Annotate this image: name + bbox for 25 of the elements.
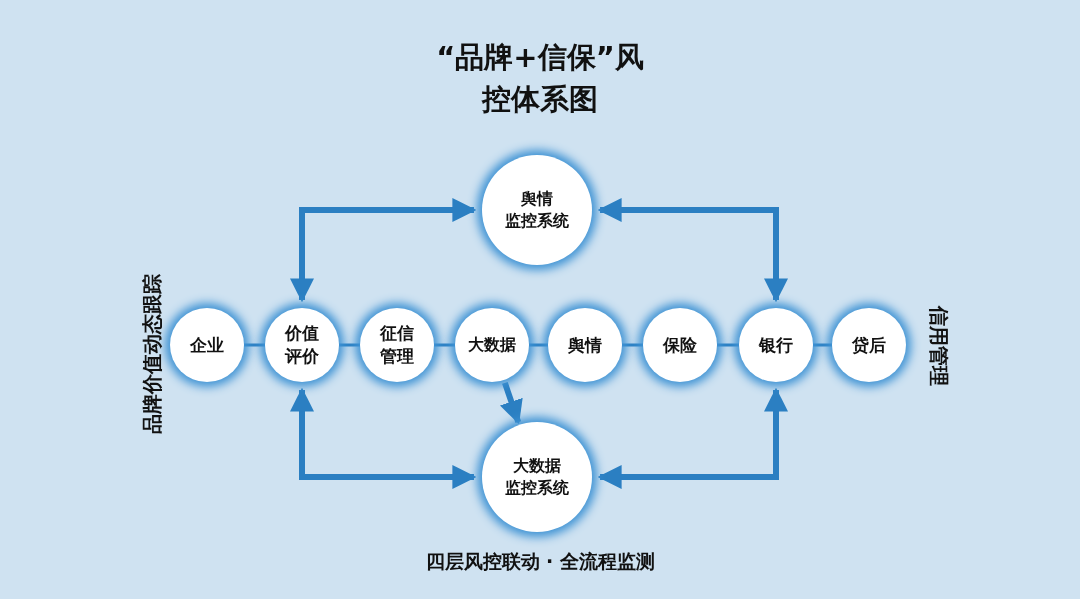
connector-line <box>813 343 832 347</box>
arrow <box>597 198 788 303</box>
arrow <box>290 387 477 489</box>
system-circle: 舆情监控系统 <box>482 155 592 265</box>
connector-line <box>339 343 360 347</box>
side-label: 信用管理 <box>925 305 952 385</box>
system-circle: 大数据监控系统 <box>482 422 592 532</box>
stage-circle: 银行 <box>739 308 813 382</box>
connector-line <box>434 343 455 347</box>
caption: 四层风控联动 · 全流程监测 <box>425 549 655 574</box>
side-label: 品牌价值动态跟踪 <box>138 273 165 433</box>
stage-circle: 大数据 <box>455 308 529 382</box>
connector-line <box>244 343 265 347</box>
stage-circle: 征信管理 <box>360 308 434 382</box>
connector-line <box>529 343 548 347</box>
arrow <box>290 198 477 303</box>
arrow <box>499 381 523 425</box>
stage-circle: 价值评价 <box>265 308 339 382</box>
connector-line <box>717 343 739 347</box>
connector-line <box>622 343 643 347</box>
title: “品牌+信保”风控体系图 <box>435 39 645 119</box>
stage-circle: 舆情 <box>548 308 622 382</box>
stage-circle: 贷后 <box>832 308 906 382</box>
stage-circle: 企业 <box>170 308 244 382</box>
stage-circle: 保险 <box>643 308 717 382</box>
